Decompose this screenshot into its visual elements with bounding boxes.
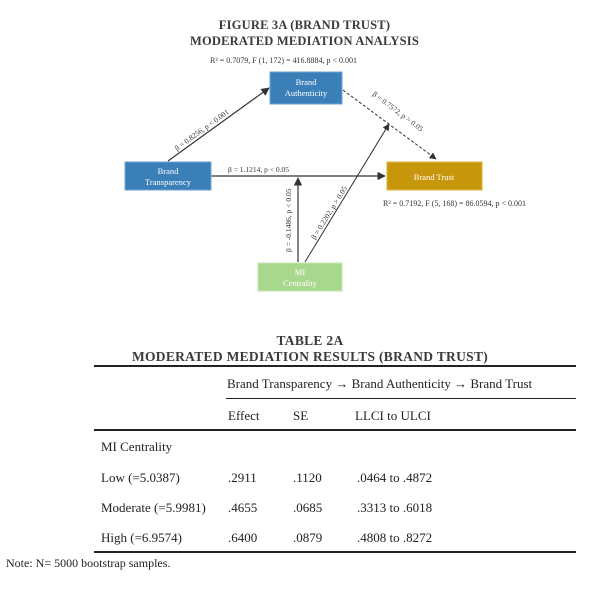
table-bottom-rule	[94, 551, 576, 553]
svg-text:Transparency: Transparency	[145, 177, 192, 187]
table-cell-ci: .0464 to .4872	[357, 470, 433, 485]
moderator-c-label: β = -0.1486, p < 0.05	[284, 188, 293, 252]
table-note: Note: N= 5000 bootstrap samples.	[6, 556, 171, 570]
table-top-rule	[94, 365, 576, 367]
svg-text:Brand: Brand	[158, 166, 180, 176]
column-header-effect: Effect	[228, 408, 260, 423]
node-mi-centrality: MI Centrality	[257, 262, 343, 292]
table-row-label: High (=6.9574)	[101, 530, 182, 545]
node-brand-authenticity: Brand Authenticity	[269, 71, 343, 105]
table-mid-rule	[94, 429, 576, 431]
column-header-ci: LLCI to ULCI	[355, 408, 431, 423]
table-cell-se: .0879	[293, 530, 323, 545]
right-stat: R² = 0.7192, F (5, 168) = 86.0594, p < 0…	[383, 199, 526, 208]
table-title: TABLE 2A	[276, 333, 344, 348]
table-row-label: Moderate (=5.9981)	[101, 500, 206, 515]
top-stat: R² = 0.7079, F (1, 172) = 416.8884, p < …	[210, 56, 357, 65]
table-subtitle: MODERATED MEDIATION RESULTS (BRAND TRUST…	[131, 349, 489, 364]
svg-text:Centrality: Centrality	[283, 278, 318, 288]
mediation-diagram: R² = 0.7079, F (1, 172) = 416.8884, p < …	[124, 56, 526, 292]
table-group-label: MI Centrality	[101, 439, 173, 454]
table-row-label: Low (=5.0387)	[101, 470, 180, 485]
table-cell-effect: .4655	[228, 500, 258, 515]
path-a-arrow	[167, 87, 270, 162]
table-cell-effect: .2911	[228, 470, 257, 485]
svg-text:MI: MI	[295, 267, 306, 277]
table-cell-se: .0685	[293, 500, 323, 515]
table-cell-effect: .6400	[228, 530, 258, 545]
table-path-header: Brand Transparency → Brand Authenticity …	[227, 376, 533, 391]
table-cell-se: .1120	[293, 470, 322, 485]
figure-title: FIGURE 3A (BRAND TRUST)	[218, 18, 391, 32]
moderator-b-label: β = 0.2202, p > 0.05	[309, 184, 349, 241]
path-b-label: β = 0.7572, p > 0.05	[371, 89, 425, 133]
svg-text:Brand Trust: Brand Trust	[414, 172, 455, 182]
moderator-b-arrow	[304, 123, 390, 263]
path-b-arrow	[342, 89, 437, 160]
node-brand-trust: Brand Trust	[386, 161, 483, 191]
figure-subtitle: MODERATED MEDIATION ANALYSIS	[189, 34, 420, 48]
table-cell-ci: .4808 to .8272	[357, 530, 433, 545]
svg-text:Brand: Brand	[296, 77, 318, 87]
table-cell-ci: .3313 to .6018	[357, 500, 433, 515]
path-a-label: β = 0.8256, p < 0.001	[173, 107, 231, 153]
node-brand-transparency: Brand Transparency	[124, 161, 212, 191]
svg-text:Authenticity: Authenticity	[285, 88, 328, 98]
path-c-label: β = 1.1214, p < 0.05	[228, 165, 289, 174]
column-header-se: SE	[293, 408, 309, 423]
table-header-rule	[226, 398, 576, 399]
